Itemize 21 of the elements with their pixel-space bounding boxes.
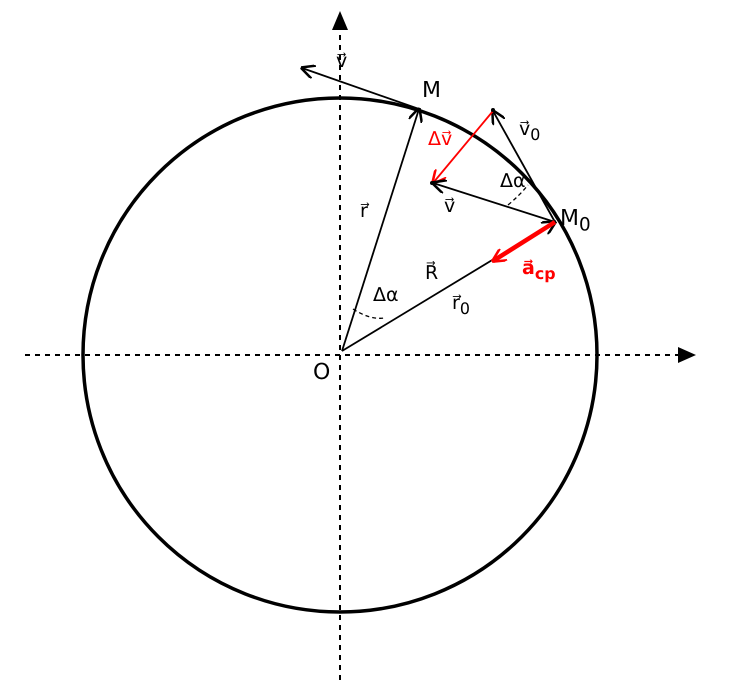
vector-arrow xyxy=(299,64,420,110)
angle-label: Δα xyxy=(373,284,399,306)
vector-label: v⃗ xyxy=(444,195,456,217)
vector-tip-point xyxy=(430,181,434,185)
vector-arrow xyxy=(341,106,424,352)
vector-label: Δv⃗ xyxy=(428,128,452,150)
point-label: M$_{0}$ xyxy=(560,206,596,238)
vector-tip-point xyxy=(491,108,495,112)
vector-arrow xyxy=(430,110,494,186)
vector-label: r⃗ xyxy=(360,200,368,222)
vector-label: v⃗ xyxy=(336,50,348,72)
vector-label: a⃗$_{cp}$ xyxy=(522,257,556,285)
vector-arrow xyxy=(430,178,556,223)
point-label: O xyxy=(313,360,335,386)
vector-arrow xyxy=(491,108,556,222)
angle-label: R⃗ xyxy=(425,262,438,284)
vector-label: r⃗$_{0}$ xyxy=(452,292,470,320)
point-label: M xyxy=(422,78,448,104)
vector-label: v⃗$_{0}$ xyxy=(519,118,540,146)
vector-arrow xyxy=(490,220,556,263)
angle-label: Δα xyxy=(500,170,526,192)
